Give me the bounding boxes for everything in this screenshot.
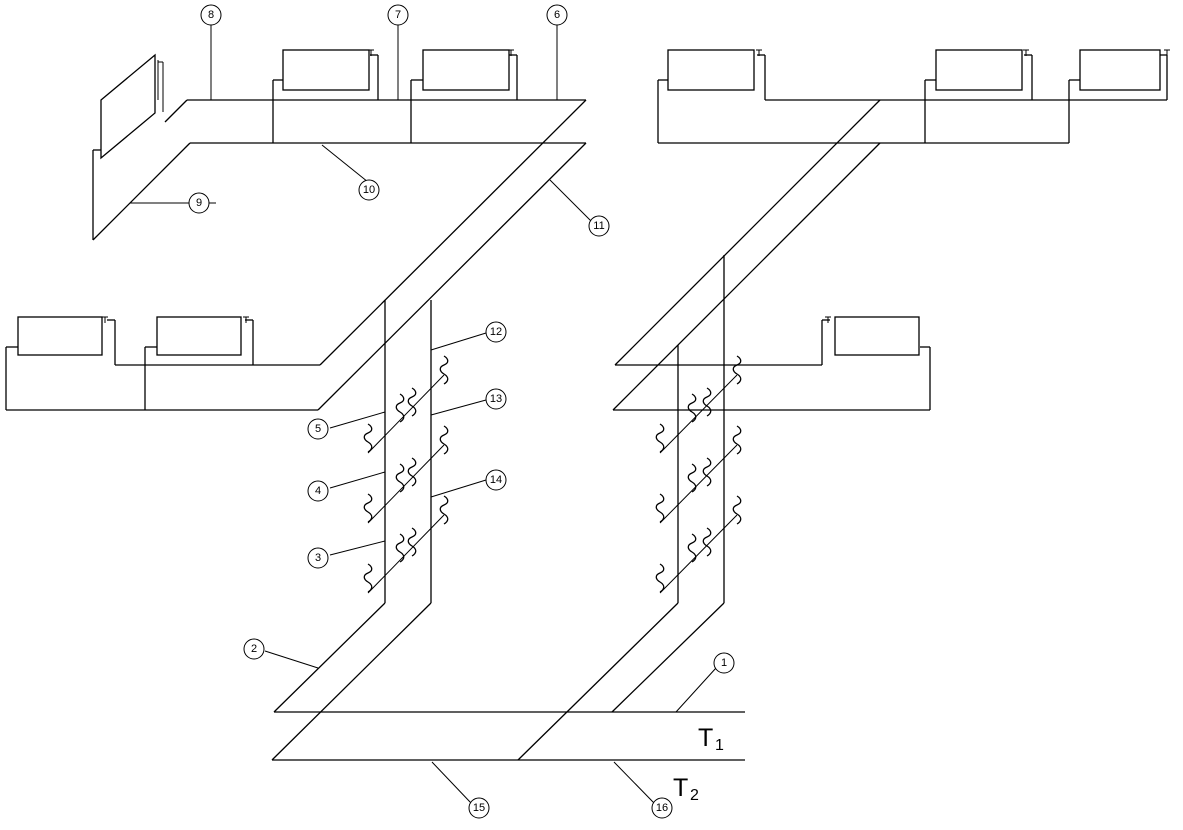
flexible-connector xyxy=(732,495,742,525)
flexible-connector xyxy=(439,425,449,455)
flexible-connector xyxy=(407,387,417,417)
flexible-connector xyxy=(407,457,417,487)
svg-text:11: 11 xyxy=(593,220,604,232)
svg-text:12: 12 xyxy=(490,326,502,338)
callout-leaders xyxy=(130,144,717,804)
main-pipes xyxy=(272,711,745,761)
svg-text:8: 8 xyxy=(208,9,214,21)
flexible-connector xyxy=(655,493,665,523)
svg-text:14: 14 xyxy=(490,474,502,486)
svg-text:13: 13 xyxy=(490,393,502,405)
callout-4: 4 xyxy=(307,480,329,502)
flexible-connector xyxy=(732,355,742,385)
radiator xyxy=(935,49,1029,91)
radiator xyxy=(667,49,762,91)
svg-text:16: 16 xyxy=(656,802,668,814)
flexible-connector xyxy=(439,355,449,385)
radiator xyxy=(156,316,249,356)
flexible-connector xyxy=(363,493,373,523)
return-label: T 2 xyxy=(673,774,699,804)
left-piping xyxy=(5,24,587,761)
radiator xyxy=(17,316,108,356)
callout-10: 10 xyxy=(358,179,380,201)
callout-14: 14 xyxy=(485,469,507,491)
svg-text:3: 3 xyxy=(315,552,321,564)
callout-12: 12 xyxy=(485,321,507,343)
flexible-connector xyxy=(363,563,373,593)
flexible-connector xyxy=(702,527,712,557)
radiator xyxy=(1079,49,1170,91)
callout-1: 1 xyxy=(713,652,735,674)
radiator-side-view xyxy=(100,53,164,160)
flexible-connector xyxy=(702,457,712,487)
callout-5: 5 xyxy=(307,418,329,440)
radiator xyxy=(282,49,374,91)
flexible-connector xyxy=(655,563,665,593)
flexible-connector xyxy=(407,527,417,557)
svg-text:T: T xyxy=(698,724,713,752)
radiator xyxy=(422,49,514,91)
callout-3: 3 xyxy=(307,547,329,569)
svg-text:6: 6 xyxy=(554,9,560,21)
right-piping xyxy=(517,54,1168,761)
svg-text:9: 9 xyxy=(196,197,202,209)
radiator xyxy=(825,316,920,356)
flexible-connector xyxy=(655,423,665,453)
svg-text:T: T xyxy=(673,774,688,802)
callout-9: 9 xyxy=(188,192,210,214)
svg-text:10: 10 xyxy=(363,184,375,196)
callout-15: 15 xyxy=(468,797,490,819)
svg-text:7: 7 xyxy=(395,9,401,21)
callout-8: 8 xyxy=(200,4,222,26)
svg-text:2: 2 xyxy=(690,787,699,804)
supply-label: T 1 xyxy=(698,724,724,754)
callout-16: 16 xyxy=(651,797,673,819)
callout-13: 13 xyxy=(485,388,507,410)
branch-pipe xyxy=(367,514,445,594)
radiators xyxy=(17,49,1170,356)
branch-pipe xyxy=(659,514,738,594)
branch-pipe xyxy=(659,374,738,454)
callout-7: 7 xyxy=(387,4,409,26)
callout-11: 11 xyxy=(588,215,610,237)
svg-text:4: 4 xyxy=(315,485,321,497)
callout-2: 2 xyxy=(243,638,265,660)
callout-6: 6 xyxy=(546,4,568,26)
svg-text:1: 1 xyxy=(721,657,727,669)
flexible-connector xyxy=(439,495,449,525)
svg-text:15: 15 xyxy=(473,802,485,814)
callouts: 1 2 3 4 5 6 7 8 9 10 11 12 13 14 15 16 xyxy=(188,4,735,819)
flexible-connector xyxy=(732,425,742,455)
branch-pipe xyxy=(367,444,445,524)
branch-pipe xyxy=(367,374,445,454)
riser-coils xyxy=(363,355,742,594)
flexible-connector xyxy=(702,387,712,417)
svg-text:2: 2 xyxy=(251,643,257,655)
branch-pipe xyxy=(659,444,738,524)
flexible-connector xyxy=(363,423,373,453)
svg-text:1: 1 xyxy=(715,737,724,754)
svg-text:5: 5 xyxy=(315,423,321,435)
